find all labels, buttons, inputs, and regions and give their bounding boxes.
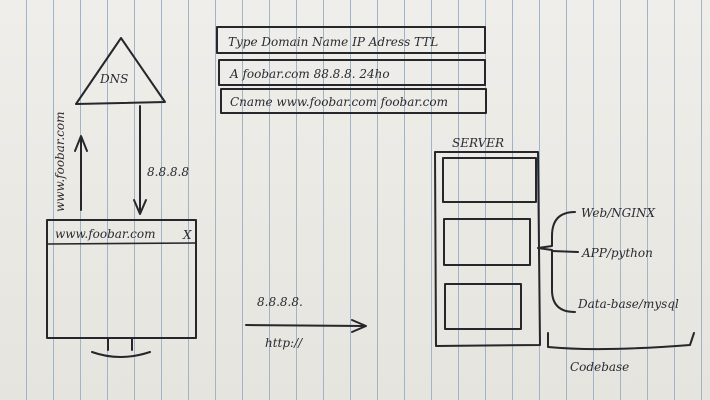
dns-label: DNS [99,72,128,86]
record-row-a [218,59,486,86]
request-ip-label: 8.8.8.8. [257,295,303,309]
record-row-cname [220,88,487,114]
layer-app-label: APP/python [581,246,653,260]
dns-triangle [75,37,166,105]
server-box [434,151,541,347]
record-header-text: Type Domain Name IP Adress TTL [228,35,438,49]
monitor-neck [107,337,133,351]
browser-close-icon: X [182,228,192,242]
monitor-frame [46,219,197,339]
layer-web-label: Web/NGINX [581,206,656,220]
query-arrow [74,135,88,211]
layer-db-label: Data-base/mysql [577,297,679,311]
response-arrow [133,105,147,215]
query-domain-label: www.foobar.com [53,112,67,213]
request-arrow [245,319,367,333]
record-a-text: A foobar.com 88.8.8. 24ho [229,67,390,81]
codebase-label: Codebase [570,360,629,374]
dns-record-table: Type Domain Name IP Adress TTL A foobar.… [216,26,487,114]
server-slot-db [444,283,522,330]
dns-node: DNS [75,37,166,105]
codebase-bracket [547,332,695,351]
record-row-header [216,26,486,54]
layers-brace [537,211,576,313]
server-frame [434,151,541,347]
client-computer: www.foobar.com X [46,219,197,358]
request-protocol-label: http:// [265,336,304,350]
server-label: SERVER [452,136,504,150]
browser-url: www.foobar.com [55,227,156,241]
brace-app-tick [551,250,579,253]
response-ip-label: 8.8.8.8 [147,165,189,179]
server-slot-web [442,157,537,203]
browser-bar-divider [47,242,197,245]
monitor-stand [91,351,151,358]
server-slot-app [443,218,531,266]
record-cname-text: Cname www.foobar.com foobar.com [230,95,448,109]
